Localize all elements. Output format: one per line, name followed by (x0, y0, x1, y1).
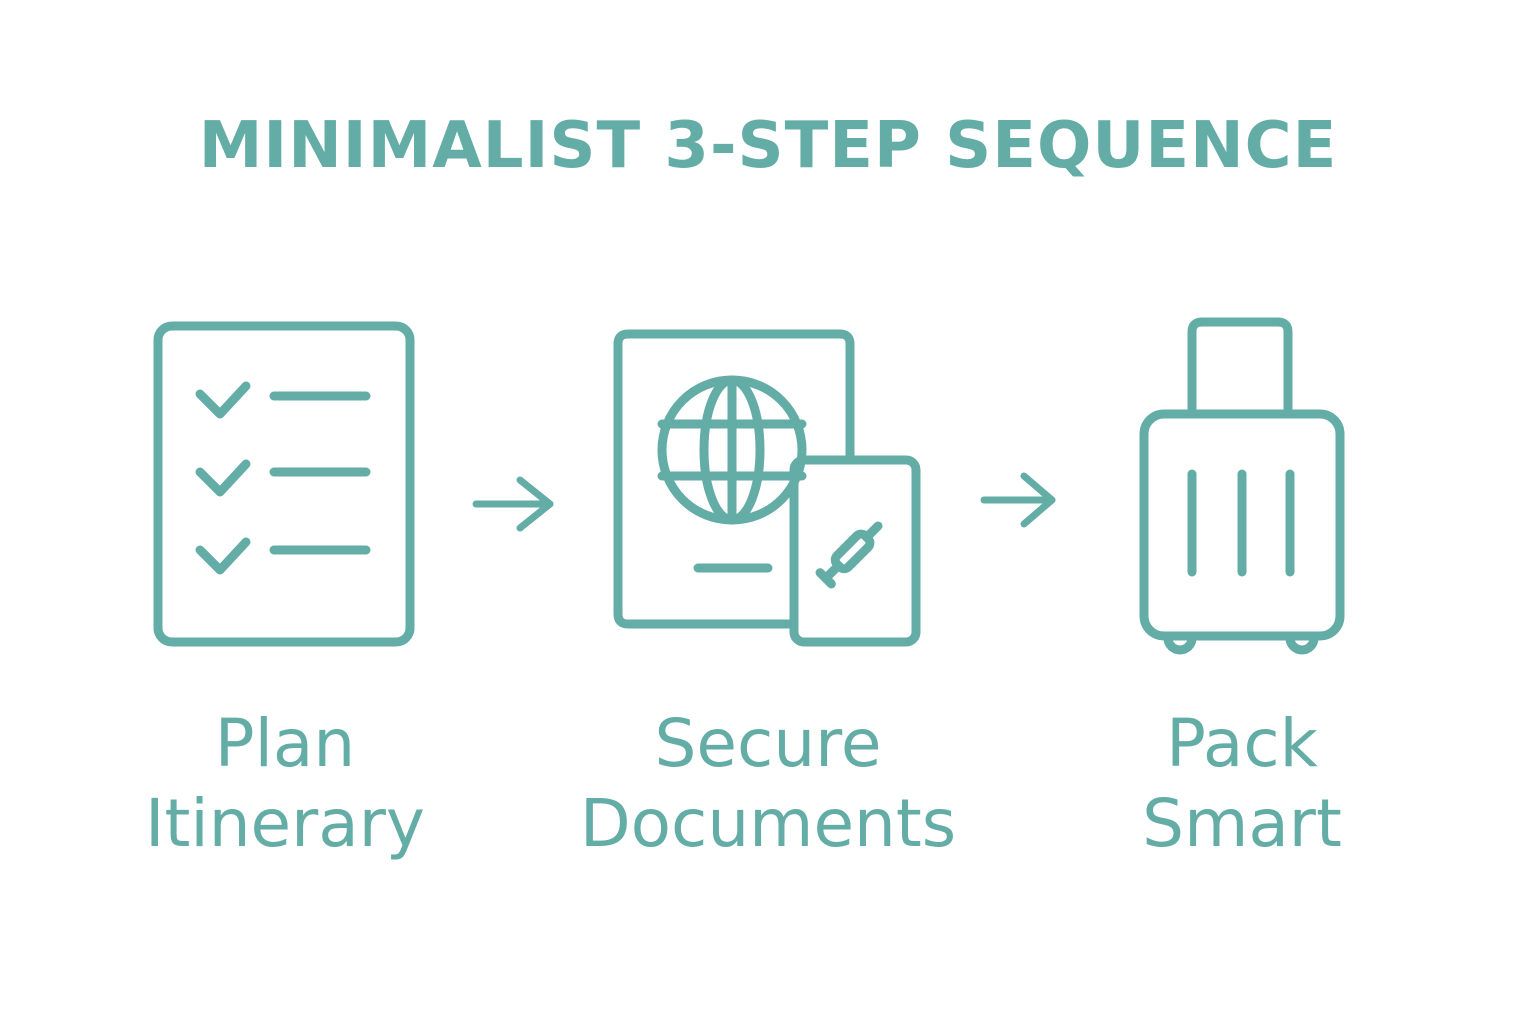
step-label-line: Smart (1142, 785, 1342, 862)
step-label-line: Plan (214, 705, 356, 782)
passport-vaccine-card-icon (610, 326, 924, 650)
checklist-icon (150, 318, 420, 650)
right-arrow-icon (470, 476, 560, 536)
step-label-pack-smart: Pack Smart (1072, 704, 1412, 864)
suitcase-icon (1136, 314, 1348, 664)
right-arrow-icon (978, 472, 1062, 532)
step-label-secure-documents: Secure Documents (548, 704, 988, 864)
step-label-line: Documents (579, 785, 957, 862)
diagram-title: MINIMALIST 3-STEP SEQUENCE (198, 109, 1338, 183)
step-label-line: Pack (1166, 705, 1318, 782)
step-label-line: Secure (654, 705, 882, 782)
step-label-line: Itinerary (145, 785, 425, 862)
step-label-plan-itinerary: Plan Itinerary (100, 704, 470, 864)
